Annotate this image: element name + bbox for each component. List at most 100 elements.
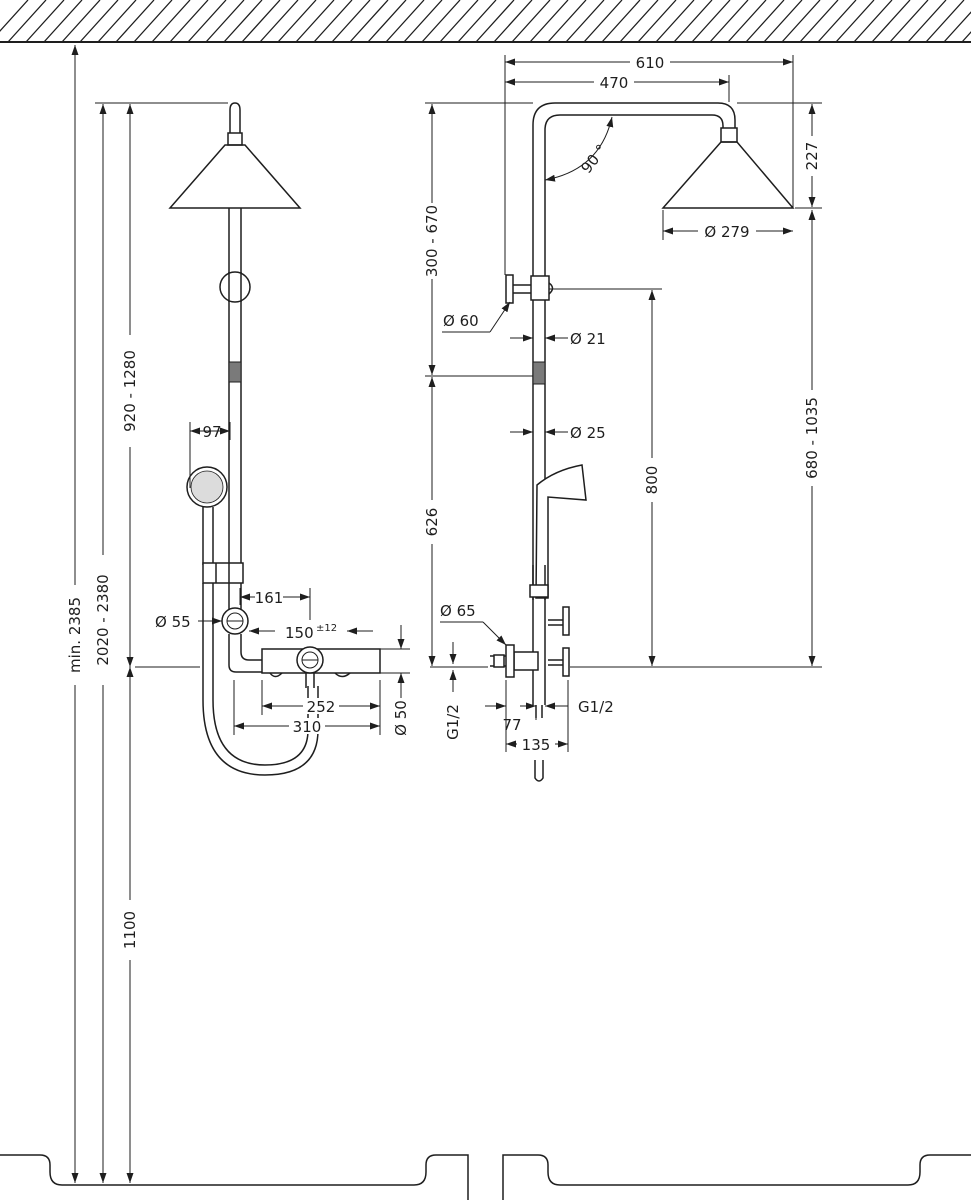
hatch-line	[151, 0, 191, 43]
hatch-line	[421, 0, 461, 43]
ceiling	[0, 0, 971, 43]
hatch-line	[0, 0, 29, 32]
hatch-line	[889, 0, 929, 43]
dim-arm-470: 470	[600, 74, 629, 92]
dim-height-680-1035: 680 - 1035	[803, 397, 821, 479]
dim-min-height: min. 2385	[66, 597, 84, 673]
hatch-line	[907, 0, 947, 43]
hatch-line	[349, 0, 389, 43]
hatch-line	[367, 0, 407, 43]
dim-diameter-65: Ø 65	[440, 602, 476, 620]
front-view	[135, 102, 381, 776]
hatch-line	[655, 0, 695, 43]
hatch-line	[43, 0, 83, 43]
hatch-line	[619, 0, 659, 43]
dim-height-626: 626	[423, 508, 441, 537]
dim-offset-135: 135	[522, 736, 551, 754]
hatch-line	[565, 0, 605, 43]
dim-diameter-21: Ø 21	[570, 330, 606, 348]
dim-handshower-offset: 97	[202, 423, 221, 441]
hatch-line	[133, 0, 173, 43]
wall-bracket	[505, 274, 514, 304]
hatch-line	[511, 0, 551, 43]
mixer-escutcheon	[505, 644, 515, 678]
dim-width-252: 252	[307, 698, 336, 716]
hatch-line	[853, 0, 893, 43]
hatch-line	[583, 0, 623, 43]
hatch-line	[637, 0, 677, 43]
hatch-line	[61, 0, 101, 43]
hatch-line	[187, 0, 227, 43]
dim-floor-to-mixer: 1100	[121, 911, 139, 949]
hatch-line	[97, 0, 137, 43]
hatch-line	[745, 0, 785, 43]
rail-adjustment-sleeve	[228, 361, 242, 383]
dim-diameter-25: Ø 25	[570, 424, 606, 442]
hatch-line	[673, 0, 713, 43]
shower-hose	[202, 583, 319, 776]
dim-angle: 90 °	[577, 141, 610, 177]
dim-height-300-670: 300 - 670	[423, 205, 441, 277]
dim-offset-77: 77	[502, 716, 521, 734]
dim-mixer-offset: 161	[255, 589, 284, 607]
left-shower-tray	[0, 1154, 469, 1200]
dim-centres: 150	[285, 624, 314, 642]
hatch-line	[493, 0, 533, 43]
hatch-line	[277, 0, 317, 43]
dimension-labels: min. 2385 2020 - 2380 920 - 1280 1100 97…	[66, 54, 821, 960]
hatch-line	[457, 0, 497, 43]
hatch-line	[439, 0, 479, 43]
dim-rail-range: 920 - 1280	[121, 350, 139, 432]
hatch-line	[529, 0, 569, 43]
dim-width-310: 310	[293, 718, 322, 736]
hatch-line	[313, 0, 353, 43]
ceiling-hatching	[0, 0, 971, 43]
hatch-line	[259, 0, 299, 43]
hatch-line	[547, 0, 587, 43]
rail-adjustment-sleeve-side	[532, 361, 546, 385]
dim-overall-range: 2020 - 2380	[94, 574, 112, 665]
hatch-line	[691, 0, 731, 43]
dim-centres-tolerance: ±12	[316, 623, 337, 634]
dim-thread-right: G1/2	[578, 698, 614, 716]
dim-thread-left: G1/2	[444, 704, 462, 740]
rail-holder	[219, 271, 251, 303]
thermostat-handle	[562, 647, 570, 677]
dim-diameter-60: Ø 60	[443, 312, 479, 330]
dim-head-height: 227	[803, 142, 821, 171]
diverter-handle	[562, 606, 570, 636]
hatch-line	[835, 0, 875, 43]
hand-shower-side	[535, 464, 587, 599]
hatch-line	[205, 0, 245, 43]
hatch-line	[871, 0, 911, 43]
hatch-line	[241, 0, 281, 43]
dimension-lines	[71, 45, 822, 1183]
hatch-line	[727, 0, 767, 43]
hatch-line	[25, 0, 65, 43]
hatch-line	[223, 0, 263, 43]
hatch-line	[763, 0, 803, 43]
right-shower-tray	[502, 1154, 971, 1200]
hatch-line	[961, 31, 971, 43]
dim-diameter-55: Ø 55	[155, 613, 191, 631]
hatch-line	[169, 0, 209, 43]
hatch-line	[7, 0, 47, 43]
shower-arm	[532, 102, 736, 600]
hatch-line	[601, 0, 641, 43]
hatch-line	[295, 0, 335, 43]
hatch-line	[709, 0, 749, 43]
floor-trays	[0, 1154, 971, 1200]
hatch-line	[781, 0, 821, 43]
hatch-line	[115, 0, 155, 43]
hatch-line	[817, 0, 857, 43]
thermostatic-mixer	[261, 648, 381, 674]
dim-diameter-279: Ø 279	[704, 223, 749, 241]
hatch-line	[79, 0, 119, 43]
dim-arm-610: 610	[636, 54, 665, 72]
hatch-line	[385, 0, 425, 43]
overhead-shower	[168, 144, 302, 209]
hatch-line	[403, 0, 443, 43]
hatch-line	[943, 11, 971, 43]
dim-height-800: 800	[643, 466, 661, 495]
